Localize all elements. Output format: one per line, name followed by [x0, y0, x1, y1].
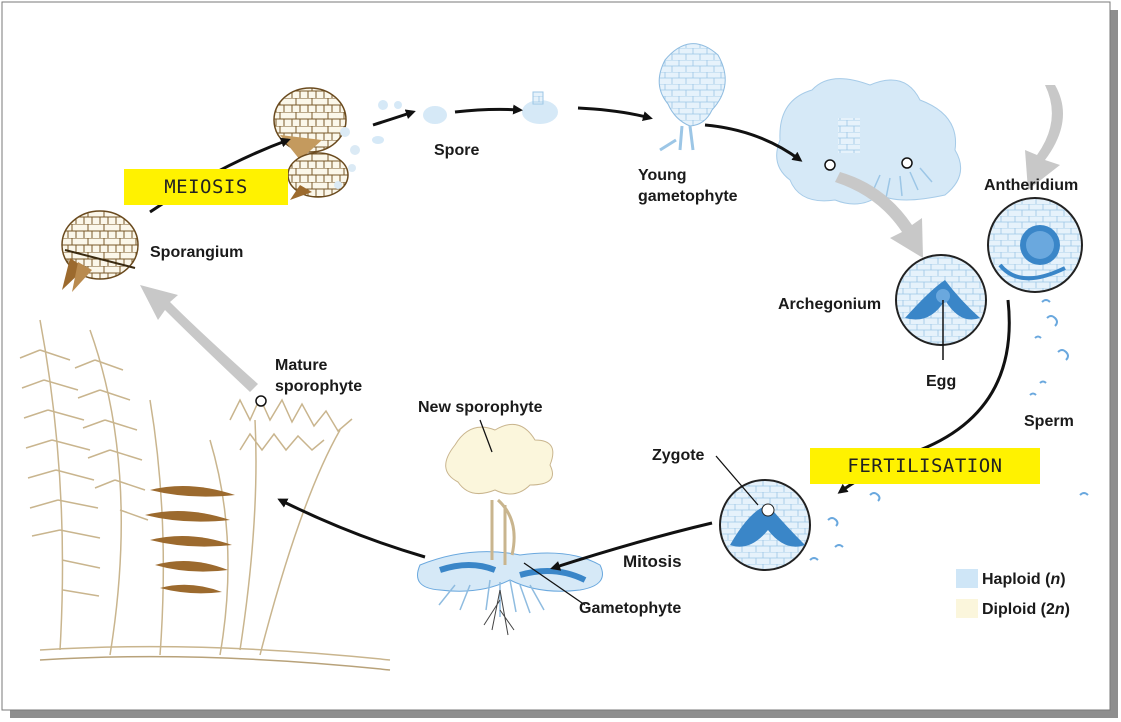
legend-diploid-label: Diploid (2n)	[982, 600, 1070, 619]
label-mitosis: Mitosis	[623, 552, 682, 571]
label-young-line2: gametophyte	[638, 187, 738, 206]
label-gametophyte: Gametophyte	[579, 599, 681, 618]
label-archegonium: Archegonium	[778, 295, 881, 314]
label-antheridium: Antheridium	[984, 176, 1078, 195]
label-egg: Egg	[926, 372, 956, 391]
label-zygote: Zygote	[652, 446, 704, 465]
label-mature-line2: sporophyte	[275, 377, 362, 396]
antheridium-drawing	[988, 198, 1082, 292]
label-mature-line1: Mature	[275, 356, 327, 375]
legend-haploid-label: Haploid (n)	[982, 570, 1066, 589]
label-sperm: Sperm	[1024, 412, 1074, 431]
meiosis-highlight: MEIOSIS	[124, 169, 288, 205]
fertilisation-highlight: FERTILISATION	[810, 448, 1040, 484]
mature-sporophyte-marker	[256, 396, 266, 406]
legend-haploid-swatch	[956, 569, 978, 588]
label-sporangium: Sporangium	[150, 243, 243, 262]
label-young-line1: Young	[638, 166, 687, 185]
legend-diploid-swatch	[956, 599, 978, 618]
zygote-drawing	[720, 480, 810, 570]
label-spore: Spore	[434, 141, 479, 160]
label-new-sporophyte: New sporophyte	[418, 398, 542, 417]
